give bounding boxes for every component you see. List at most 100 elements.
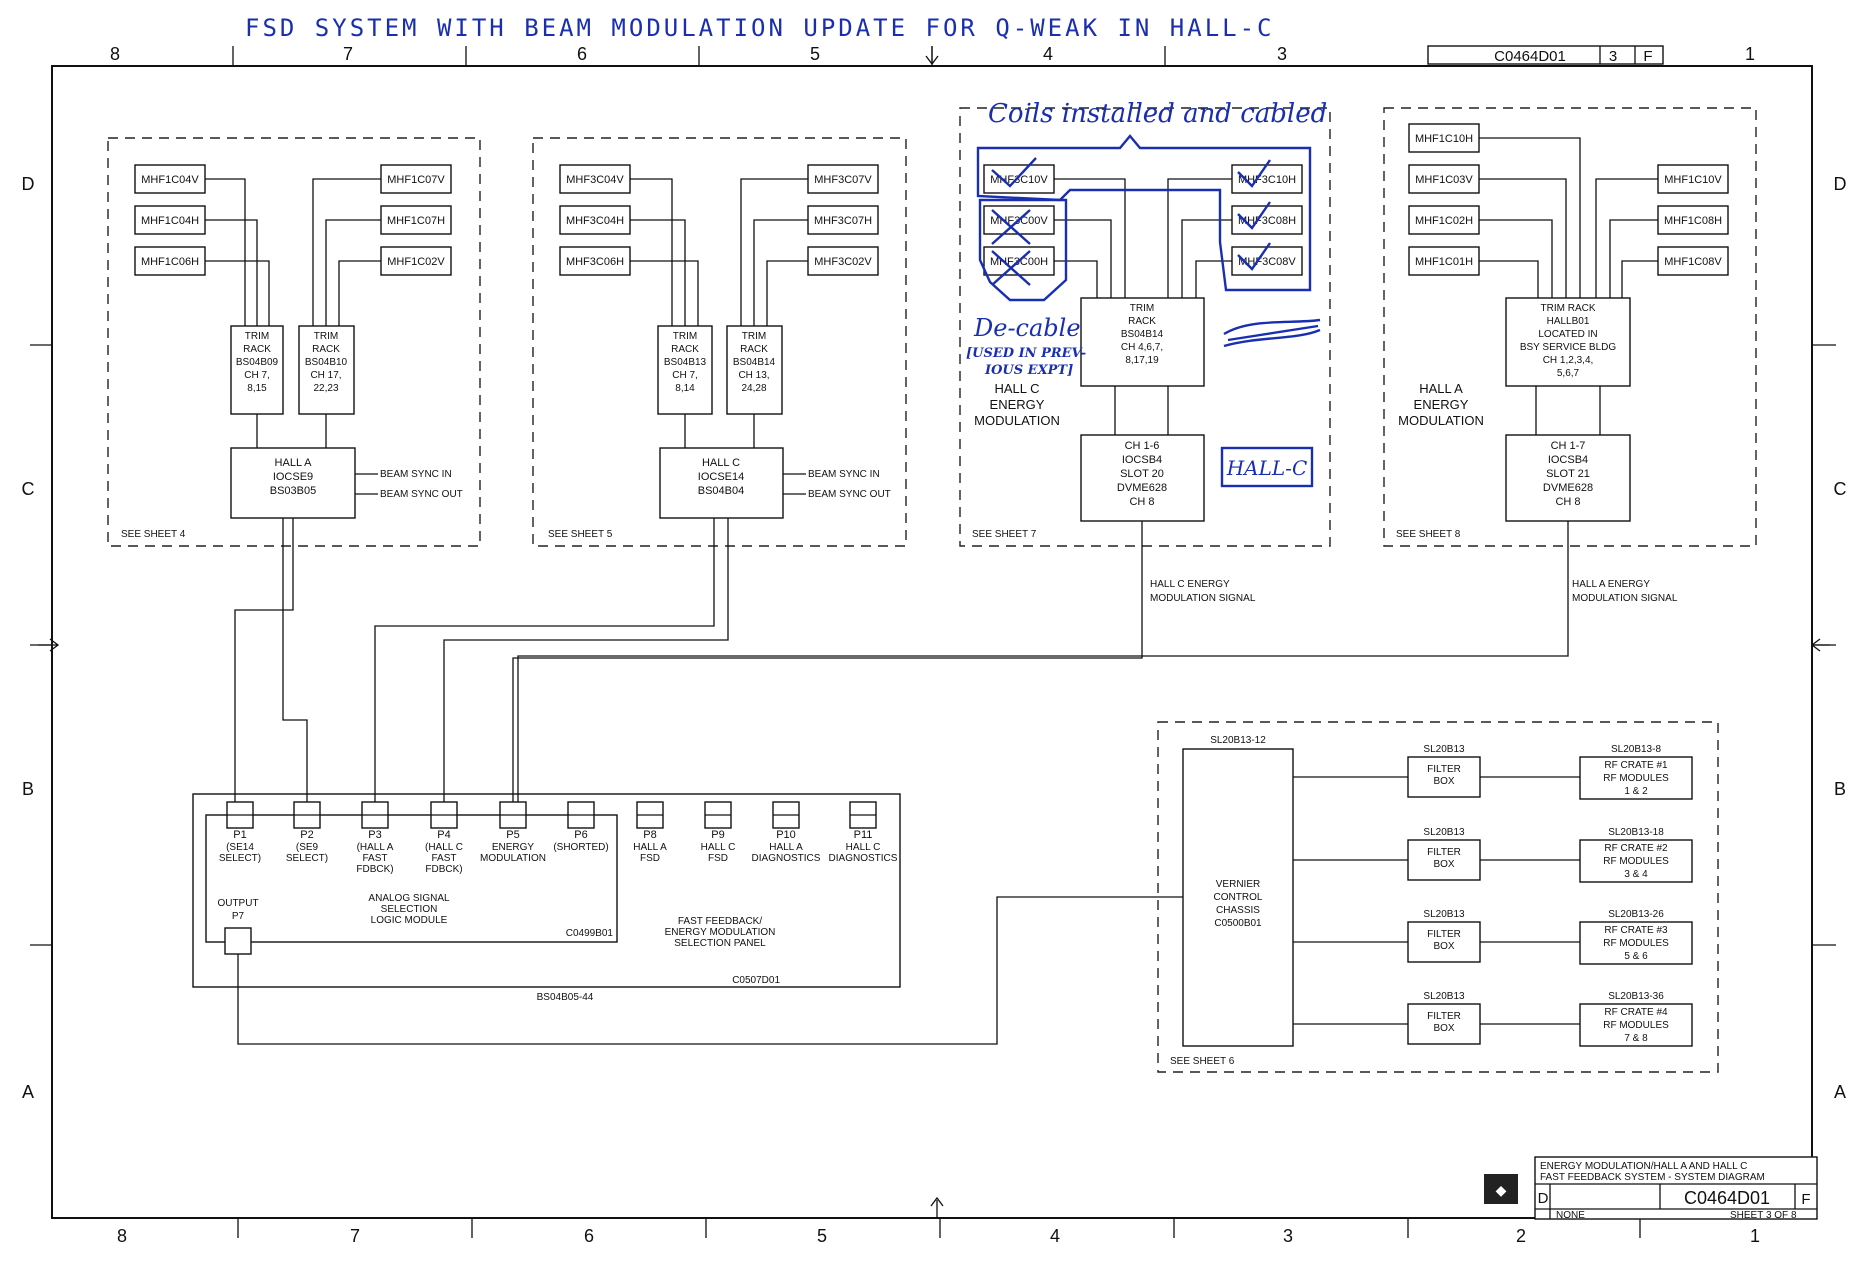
crate-top-label: SL20B13-18 [1608, 827, 1664, 838]
port-desc: HALL C [701, 842, 736, 853]
coil-box [1408, 164, 1480, 194]
trim-rack-text: TRIM RACK [1541, 303, 1596, 314]
column-label-top: 6 [577, 44, 587, 64]
handwritten-outline [978, 198, 1068, 302]
coil-label: MHF1C02H [1415, 215, 1473, 227]
rack-to-ioc [256, 414, 327, 448]
title-line-2: FAST FEEDBACK SYSTEM - SYSTEM DIAGRAM [1540, 1172, 1765, 1183]
wire-hall-c-ioc-to-p4 [443, 518, 729, 802]
top-sheet: 3 [1609, 48, 1617, 65]
port-id: P10 [776, 829, 796, 841]
rf-crate-label: RF CRATE #2 [1604, 843, 1668, 854]
ioc-text: IOCSE9 [273, 471, 313, 483]
handwritten-scribble [1223, 318, 1321, 348]
ioc-text: IOCSE14 [698, 471, 744, 483]
center-arrow-bottom [930, 1196, 944, 1218]
section-hall-c-energy-mod [959, 107, 1331, 547]
energy-mod-label: MODULATION [1398, 413, 1484, 428]
coil-box [134, 164, 206, 194]
analog-module-label: SELECTION [381, 904, 438, 915]
vernier-section [1157, 721, 1719, 1073]
trim-rack-text: CH 17, [310, 370, 341, 381]
column-label-bottom: 1 [1750, 1226, 1760, 1246]
rf-crate-box [1579, 1003, 1693, 1047]
output-p7-label: OUTPUT [217, 898, 258, 909]
column-label-bottom: 5 [817, 1226, 827, 1246]
trim-rack-text: CH 4,6,7, [1121, 342, 1163, 353]
coil-label: MHF3C02V [814, 256, 872, 268]
filter-label: FILTER [1427, 764, 1461, 775]
column-label-top: 5 [810, 44, 820, 64]
port-id: P4 [437, 829, 450, 841]
ioc-text: BS03B05 [270, 485, 316, 497]
row-label-right: B [1834, 779, 1846, 799]
coil-box [380, 205, 452, 235]
coil-box [134, 205, 206, 235]
beam-sync-out: BEAM SYNC OUT [808, 489, 891, 500]
filter-label: BOX [1433, 1023, 1454, 1034]
hall-c-ioc-box [659, 447, 784, 519]
row-label-left: A [22, 1082, 34, 1102]
trim-rack-text: HALLB01 [1547, 316, 1590, 327]
filter-label: FILTER [1427, 1011, 1461, 1022]
title-size: D [1538, 1190, 1549, 1207]
trim-rack-text: RACK [1128, 316, 1156, 327]
coil-label: MHF1C07H [387, 215, 445, 227]
rf-crate-label: RF MODULES [1603, 856, 1669, 867]
coil-wires-right [740, 178, 808, 326]
ioc-text: CH 1-7 [1551, 440, 1586, 452]
energy-mod-label: ENERGY [990, 397, 1045, 412]
crate-top-label: SL20B13-36 [1608, 991, 1664, 1002]
beam-sync-in: BEAM SYNC IN [808, 469, 880, 480]
rf-crate-label: 3 & 4 [1624, 869, 1648, 880]
coil-wires-left [1479, 137, 1581, 298]
filter-label: FILTER [1427, 847, 1461, 858]
energy-mod-label: ENERGY [1414, 397, 1469, 412]
trim-rack-text: 5,6,7 [1557, 368, 1580, 379]
jlab-logo-text: ◆ [1496, 1183, 1507, 1199]
top-number-dividers [1599, 46, 1636, 64]
handwritten-decable: De-cable [973, 314, 1081, 342]
port-desc: FDBCK) [425, 864, 462, 875]
coil-label: MHF1C01H [1415, 256, 1473, 268]
wire-hall-a-ioc-to-p1 [234, 518, 294, 802]
filter-box [1407, 1003, 1481, 1045]
wire-hall-a-emod-to-p5 [517, 521, 1569, 802]
trim-rack-text: CH 1,2,3,4, [1543, 355, 1594, 366]
port-desc: FAST [431, 853, 456, 864]
ioc-text: SLOT 21 [1546, 468, 1590, 480]
trim-rack-text: 8,14 [675, 383, 695, 394]
row-label-left: B [22, 779, 34, 799]
analog-module-label: LOGIC MODULE [371, 915, 448, 926]
coil-label: MHF3C10H [1238, 174, 1296, 186]
trim-rack-text: 8,15 [247, 383, 267, 394]
trim-rack-text: CH 7, [244, 370, 270, 381]
ioc-text: HALL C [702, 457, 740, 469]
title-block-grid [1535, 1183, 1817, 1219]
trim-rack-text: CH 13, [738, 370, 769, 381]
rf-crate-label: RF MODULES [1603, 1020, 1669, 1031]
see-sheet-5: SEE SHEET 5 [548, 529, 613, 540]
filter-top-label: SL20B13 [1423, 827, 1465, 838]
coil-label: MHF3C04V [566, 174, 624, 186]
handwritten-hall-c-box [1220, 446, 1314, 488]
beam-sync-out: BEAM SYNC OUT [380, 489, 463, 500]
trim-rack-text: BSY SERVICE BLDG [1520, 342, 1617, 353]
column-label-top: 7 [343, 44, 353, 64]
filter-box [1407, 921, 1481, 963]
title-rev: F [1801, 1191, 1810, 1208]
coil-wires-right [1595, 178, 1658, 298]
crate-top-label: SL20B13-26 [1608, 909, 1664, 920]
handwritten-hall-c: HALL-C [1226, 456, 1308, 480]
ioc-text: BS04B04 [698, 485, 744, 497]
port-id: P5 [506, 829, 519, 841]
vernier-label: VERNIER [1216, 879, 1260, 890]
coil-label: MHF1C10V [1664, 174, 1722, 186]
column-label-bottom: 7 [350, 1226, 360, 1246]
energy-mod-label: MODULATION [974, 413, 1060, 428]
trim-rack-text: LOCATED IN [1538, 329, 1597, 340]
hall-a-energy-mod-signal: MODULATION SIGNAL [1572, 593, 1678, 604]
rack-to-ioc [1535, 386, 1601, 435]
handwritten-title: FSD SYSTEM WITH BEAM MODULATION UPDATE F… [245, 14, 1275, 42]
